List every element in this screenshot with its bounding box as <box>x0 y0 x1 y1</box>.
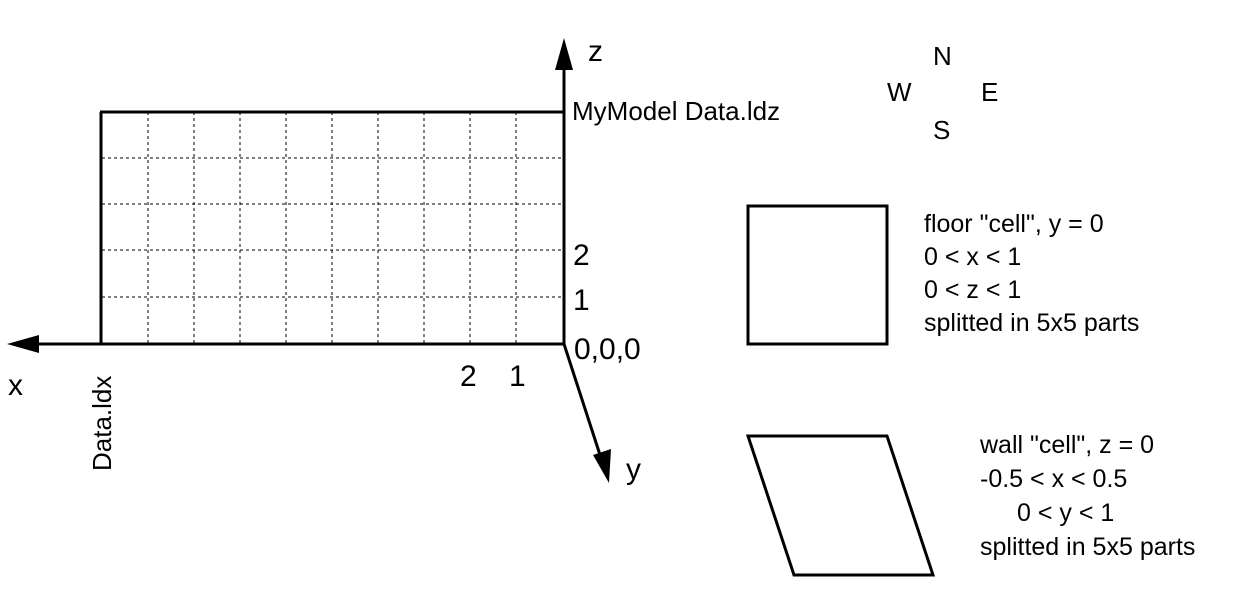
wall-cell-line-2: -0.5 < x < 0.5 <box>980 465 1127 493</box>
floor-cell-line-2: 0 < x < 1 <box>924 243 1021 271</box>
wall-cell-parallelogram <box>745 434 936 577</box>
z-end-label: MyModel Data.ldz <box>572 96 780 126</box>
x-tick-2: 2 <box>460 360 477 393</box>
z-tick-1: 1 <box>573 284 590 317</box>
x-axis-label: x <box>8 369 23 402</box>
wall-cell-line-3: 0 < y < 1 <box>1017 499 1114 527</box>
floor-cell-description: floor "cell", y = 0 0 < x < 1 0 < z < 1 … <box>924 210 1139 337</box>
y-axis <box>562 343 611 483</box>
x-axis <box>7 335 564 353</box>
compass-south: S <box>933 115 950 145</box>
y-axis-label: y <box>626 453 641 486</box>
floor-cell-line-1: floor "cell", y = 0 <box>924 210 1104 238</box>
floor-cell-line-3: 0 < z < 1 <box>924 276 1021 304</box>
z-axis-label: z <box>588 35 603 68</box>
x-tick-1: 1 <box>509 360 526 393</box>
compass-north: N <box>933 41 952 71</box>
wall-cell-line-1: wall "cell", z = 0 <box>979 431 1154 459</box>
wall-cell-description: wall "cell", z = 0 -0.5 < x < 0.5 0 < y … <box>979 431 1195 561</box>
compass: N W E S <box>887 41 998 145</box>
model-rectangle <box>99 110 564 344</box>
origin-label: 0,0,0 <box>574 333 641 366</box>
floor-cell-square <box>746 204 889 346</box>
wall-cell-line-4: splitted in 5x5 parts <box>980 533 1195 561</box>
compass-east: E <box>981 77 998 107</box>
z-axis <box>555 38 573 344</box>
z-tick-2: 2 <box>573 239 590 272</box>
compass-west: W <box>887 77 912 107</box>
x-end-label: Data.ldx <box>87 376 117 471</box>
grid-dotted-lines <box>102 112 563 343</box>
floor-cell-line-4: splitted in 5x5 parts <box>924 309 1139 337</box>
